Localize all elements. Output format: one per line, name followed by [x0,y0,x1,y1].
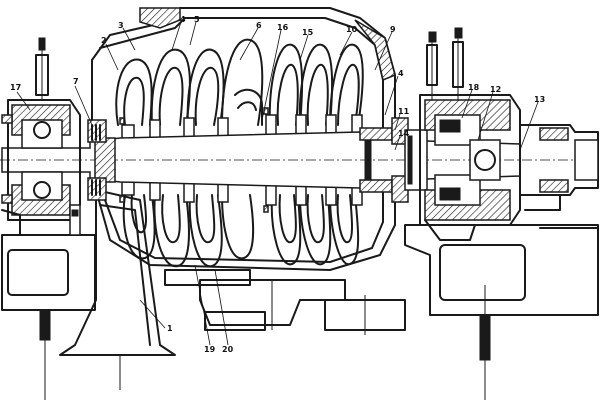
callout-5: 5 [194,15,200,24]
callout-13: 13 [534,95,545,104]
upper-diaphragm-stages [115,38,364,126]
callout-15: 15 [302,28,314,37]
callout-4-right: 4 [398,69,404,78]
callout-6: 6 [256,21,262,30]
callout-17: 17 [10,83,21,92]
lower-diaphragm-stages [122,194,360,268]
callout-leaders [16,21,539,346]
callout-16: 16 [277,23,289,32]
callout-labels: 1 2 3 4 5 6 16 15 10 9 4 17 7 11 14 18 1… [10,15,545,354]
left-gland-seal [87,119,107,201]
callout-9: 9 [390,25,396,34]
right-bearing-housing [419,27,521,241]
callout-4-top: 4 [180,15,186,24]
coupling-governor [519,124,599,211]
callout-12: 12 [490,85,501,94]
main-shaft [0,127,598,193]
callout-2: 2 [101,36,107,45]
left-bearing-housing-base [1,234,96,400]
callout-7: 7 [73,77,79,86]
callout-19: 19 [204,345,216,354]
callout-3: 3 [118,21,124,30]
center-supports [164,269,406,335]
left-pedestal [59,189,176,390]
callout-14: 14 [398,129,410,138]
callout-18: 18 [468,83,480,92]
left-bearing-assembly [1,37,81,236]
right-gland-thrust [391,117,428,203]
callout-20: 20 [222,345,234,354]
callout-10: 10 [346,25,358,34]
callout-1: 1 [167,324,173,333]
right-bearing-pedestal [404,224,599,400]
callout-11: 11 [398,107,410,116]
